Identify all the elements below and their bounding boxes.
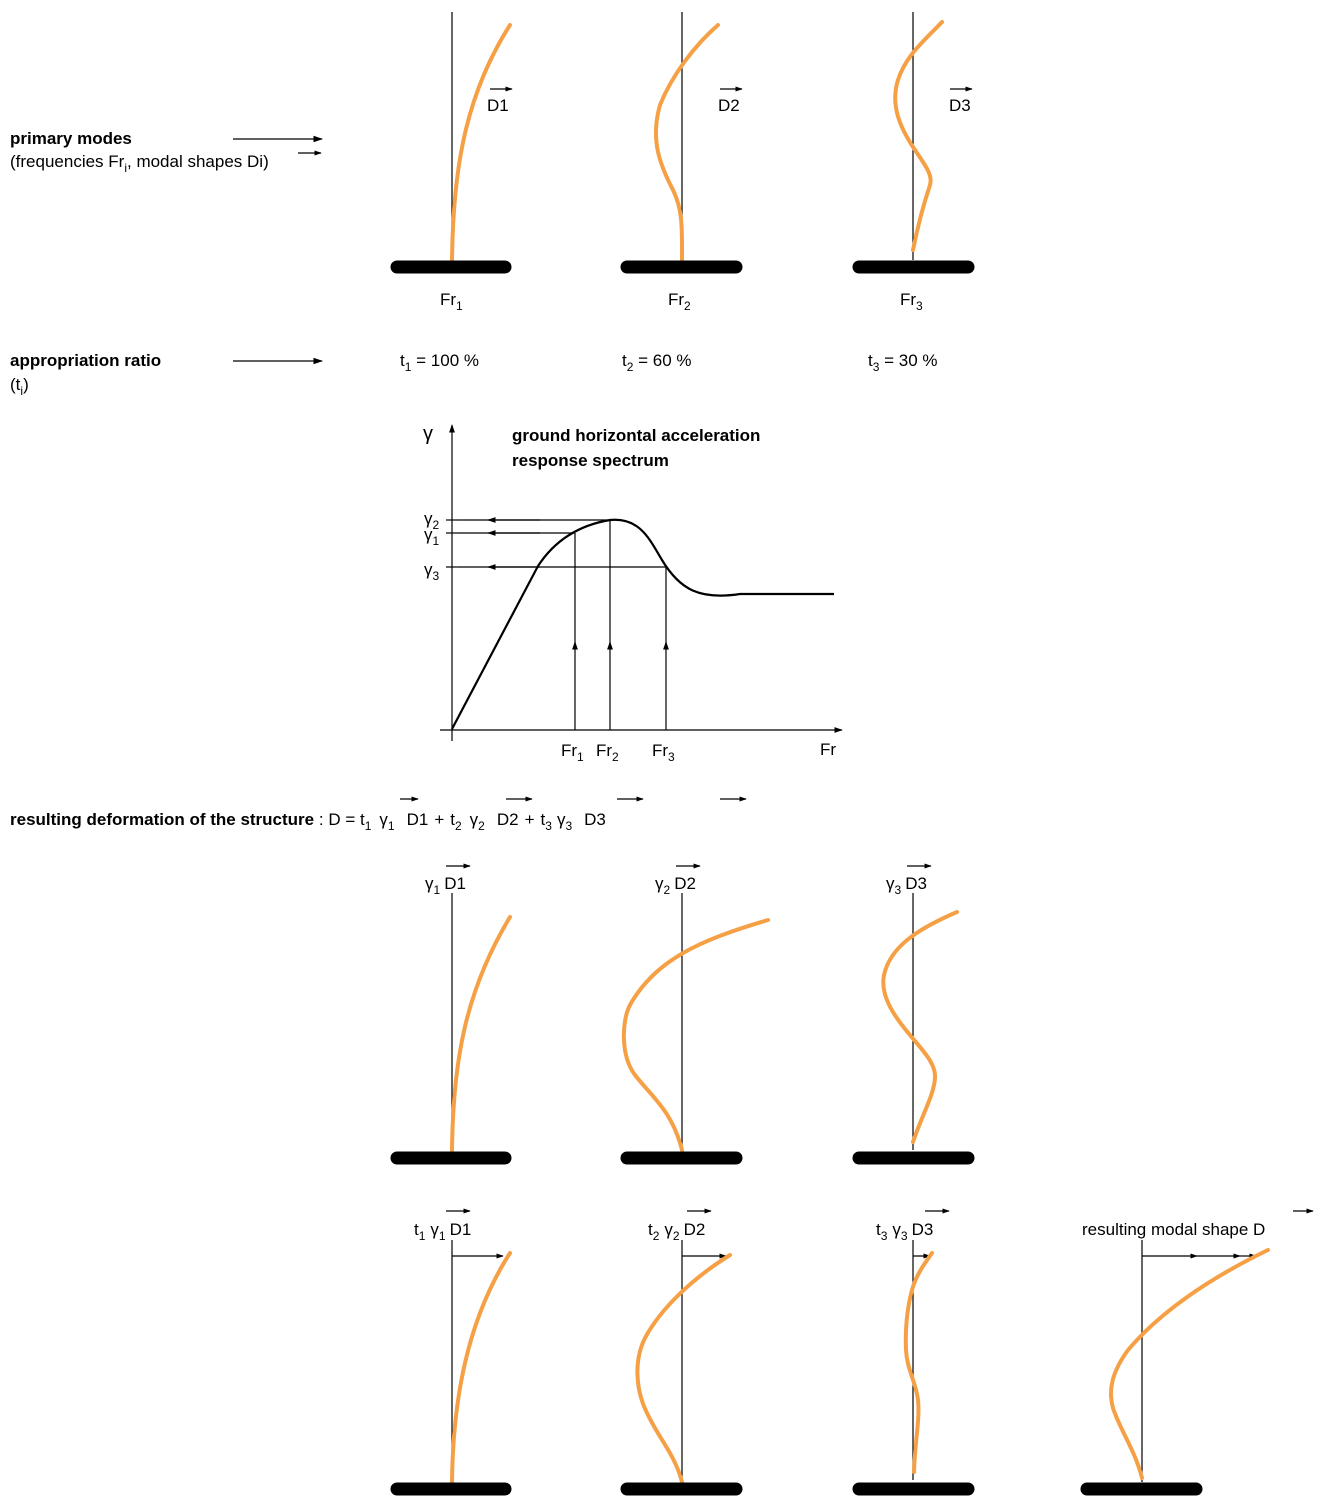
mode-2-vector-label: D2 bbox=[718, 96, 740, 115]
fr2-label: Fr2 bbox=[668, 290, 691, 313]
response-spectrum: γ ground horizontal acceleration respons… bbox=[423, 423, 843, 764]
mode-3-vector-label: D3 bbox=[949, 96, 971, 115]
contribution-curve-2 bbox=[635, 1253, 732, 1484]
formula-text: resulting deformation of the structure :… bbox=[10, 810, 606, 833]
appropriation-ratio-label: appropriation ratio bbox=[10, 351, 161, 370]
scaled-curve-2 bbox=[621, 918, 770, 1152]
t1-ratio: t1 = 100 % bbox=[400, 351, 479, 374]
contribution-curve-1 bbox=[450, 1251, 512, 1484]
y-axis-symbol: γ bbox=[423, 423, 433, 445]
spectrum-title-line1: ground horizontal acceleration bbox=[512, 426, 760, 445]
fr1-axis-label: Fr1 bbox=[561, 741, 584, 764]
x-axis-symbol: Fr bbox=[820, 740, 836, 759]
t2-ratio: t2 = 60 % bbox=[622, 351, 692, 374]
gamma2-label: γ2 bbox=[424, 509, 440, 532]
fr3-label: Fr3 bbox=[900, 290, 923, 313]
modal-curve-2 bbox=[653, 23, 720, 262]
fr3-axis-label: Fr3 bbox=[652, 741, 675, 764]
spectrum-title-line2: response spectrum bbox=[512, 451, 669, 470]
primary-modes-label: primary modes bbox=[10, 129, 132, 148]
contribution-curve-3 bbox=[903, 1251, 934, 1474]
fr2-axis-label: Fr2 bbox=[596, 741, 619, 764]
modal-curve-1 bbox=[450, 23, 512, 262]
ratio-symbol-label: (ti) bbox=[10, 375, 29, 398]
modal-curve-3 bbox=[893, 20, 944, 252]
t3-ratio: t3 = 30 % bbox=[868, 351, 938, 374]
frequencies-label: (frequencies Fri, modal shapes Di) bbox=[10, 152, 269, 175]
mode-2-sketch: D2 bbox=[620, 12, 743, 274]
scaled-curve-3 bbox=[881, 910, 959, 1144]
mode-1-vector-label: D1 bbox=[487, 96, 509, 115]
deformation-formula: resulting deformation of the structure :… bbox=[10, 796, 747, 833]
mode-3-sketch: D3 bbox=[852, 12, 975, 274]
resulting-modal-shape-label: resulting modal shape D bbox=[1082, 1220, 1265, 1239]
gamma1-label: γ1 bbox=[424, 525, 440, 548]
mode-1-sketch: D1 bbox=[390, 12, 513, 274]
gamma3-label: γ3 bbox=[424, 560, 440, 583]
spectrum-curve bbox=[451, 518, 834, 730]
scaled-curve-1 bbox=[450, 915, 512, 1152]
fr1-label: Fr1 bbox=[440, 290, 463, 313]
resulting-curve bbox=[1109, 1248, 1270, 1480]
resulting-shape-sketch: resulting modal shape D bbox=[1080, 1208, 1314, 1496]
